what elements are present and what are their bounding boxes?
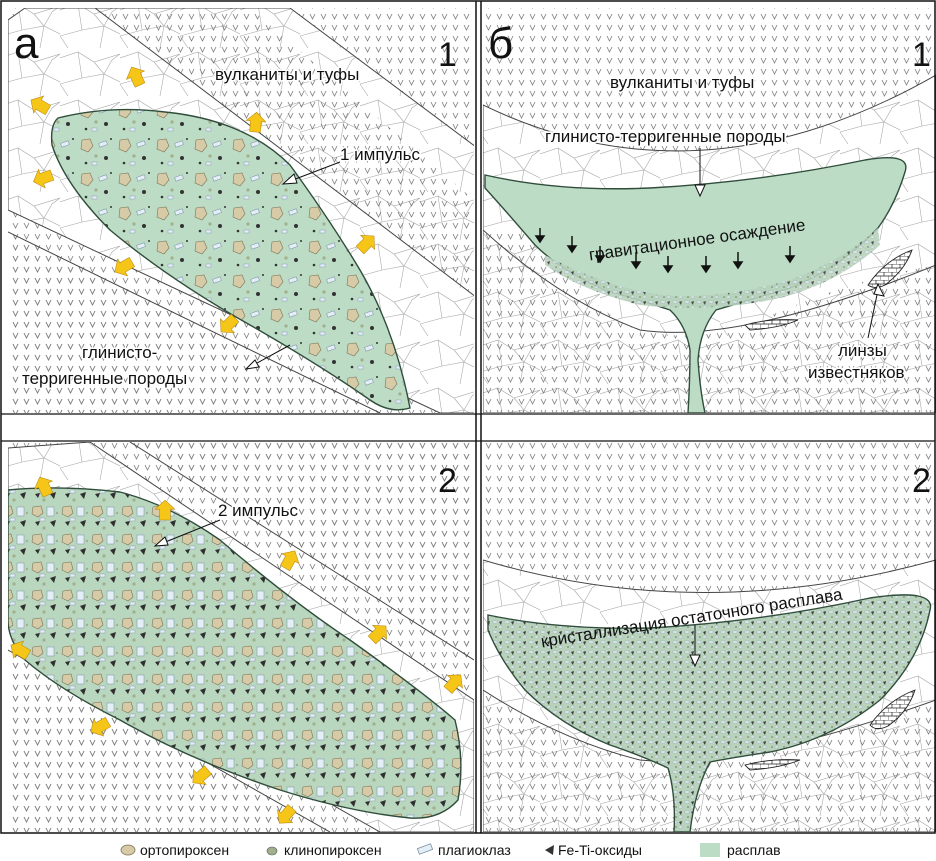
label-clay-line1: глинисто- xyxy=(82,343,157,362)
legend-melt: расплав xyxy=(727,842,781,858)
label-clay-b: глинисто-терригенные породы xyxy=(545,127,786,146)
melt-symbol xyxy=(700,843,720,857)
label-clay-line2: терригенные породы xyxy=(22,369,187,388)
label-impulse-2: 2 импульс xyxy=(218,501,298,520)
label-volcanics-a: вулканиты и туфы xyxy=(215,65,359,84)
stage-number-a2: 2 xyxy=(438,462,457,500)
fe-ti-oxides-symbol xyxy=(545,845,554,855)
panel-letter-b: б xyxy=(488,19,513,68)
legend-clinopyroxene: клинопироксен xyxy=(284,842,382,858)
stage-number-b2: 2 xyxy=(912,462,931,500)
label-limestone-line2: известняков xyxy=(808,363,905,382)
legend-orthopyroxene: ортопироксен xyxy=(140,842,229,858)
clinopyroxene-symbol xyxy=(267,847,277,855)
plagioclase-symbol xyxy=(417,844,432,854)
orthopyroxene-symbol xyxy=(121,845,135,855)
stage-number-a1: 1 xyxy=(438,36,457,74)
panel-letter-a: а xyxy=(14,19,39,68)
legend-fe-ti-oxides: Fe-Ti-оксиды xyxy=(558,842,642,858)
stage-number-b1: 1 xyxy=(912,36,931,74)
label-impulse-1: 1 импульс xyxy=(340,145,420,164)
label-limestone-line1: линзы xyxy=(838,341,887,360)
legend: ортопироксен клинопироксен плагиоклаз Fe… xyxy=(121,842,781,858)
label-volcanics-b: вулканиты и туфы xyxy=(610,73,754,92)
legend-plagioclase: плагиоклаз xyxy=(438,842,511,858)
